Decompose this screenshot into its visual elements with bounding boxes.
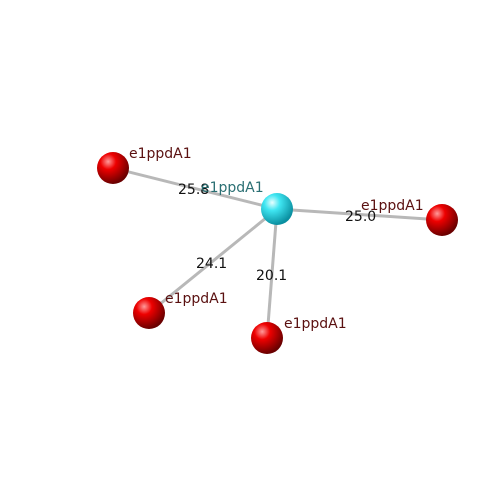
edge-label-1: 25.8 — [178, 182, 209, 198]
edge-to-neighbor-2 — [276, 207, 443, 222]
center-node[interactable] — [261, 193, 293, 225]
neighbor-label-1: e1ppdA1 — [129, 146, 192, 162]
neighbor-node-4[interactable] — [251, 322, 283, 354]
edges — [112, 166, 443, 339]
neighbor-label-3: e1ppdA1 — [165, 291, 228, 307]
edge-to-neighbor-1 — [112, 166, 278, 211]
neighbor-label-2: e1ppdA1 — [361, 198, 424, 214]
neighbor-label-4: e1ppdA1 — [284, 316, 347, 332]
outer-nodes — [97, 152, 458, 354]
edge-labels: 25.8 25.0 24.1 20.1 — [178, 182, 376, 284]
edge-to-neighbor-4 — [265, 208, 279, 339]
edge-to-neighbor-3 — [148, 207, 278, 315]
neighbor-node-1[interactable] — [97, 152, 129, 184]
center-label: e1ppdA1 — [201, 180, 264, 196]
node-labels: e1ppdA1 e1ppdA1 e1ppdA1 e1ppdA1 e1ppdA1 — [129, 146, 424, 332]
edge-label-2: 25.0 — [345, 209, 376, 225]
neighbor-node-3[interactable] — [133, 297, 165, 329]
edge-label-3: 24.1 — [196, 256, 227, 272]
neighbor-node-2[interactable] — [426, 204, 458, 236]
edge-label-4: 20.1 — [256, 268, 287, 284]
